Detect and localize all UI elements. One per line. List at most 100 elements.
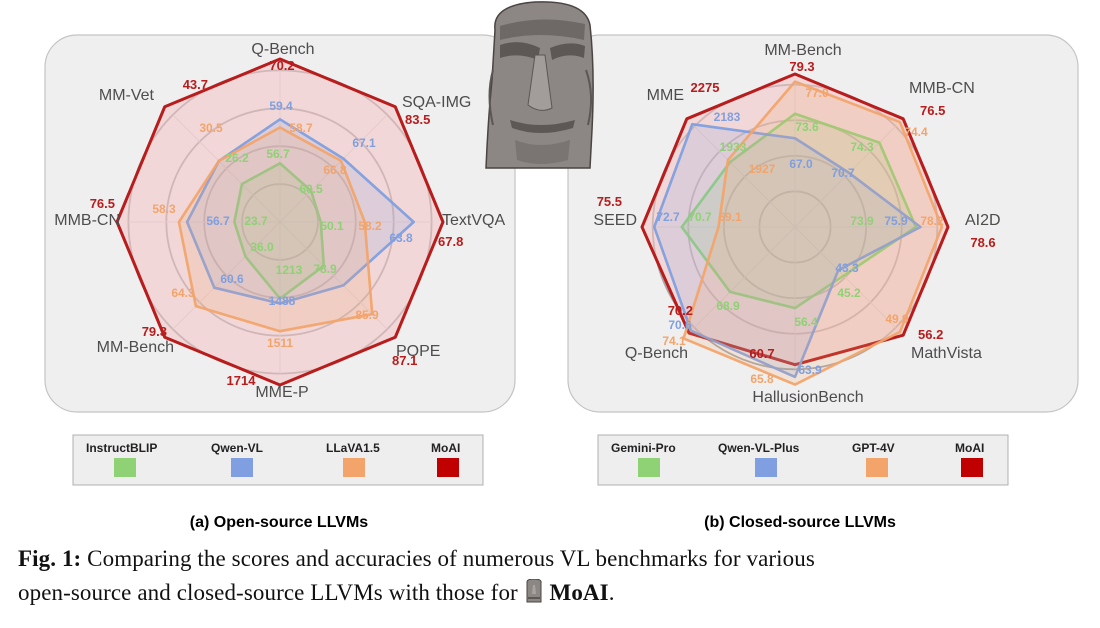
moai-head-icon: [485, 1, 594, 169]
value-label-b-gpt-4v-mathvista: 49.9: [885, 312, 909, 326]
value-label-b-moai-mmb-cn: 76.5: [920, 103, 945, 118]
value-label-a-qwen-vl-textvqa: 63.8: [389, 231, 413, 245]
value-label-b-moai-ai2d: 78.6: [970, 235, 995, 250]
value-label-a-llava1-5-mmb-cn: 58.3: [152, 202, 176, 216]
subcaption-a: (a) Open-source LLVMs: [190, 514, 368, 531]
value-label-a-instructblip-textvqa: 50.1: [320, 219, 344, 233]
value-label-b-moai-mme: 2275: [691, 80, 720, 95]
value-label-a-moai-sqa-img: 83.5: [405, 112, 430, 127]
series-a-instructblip-polygon: [233, 162, 326, 300]
value-label-a-qwen-vl-mmb-cn: 56.7: [206, 214, 230, 228]
value-label-a-instructblip-mme-p: 1213: [276, 263, 303, 277]
caption-prefix: Fig. 1:: [18, 546, 82, 571]
value-label-a-llava1-5-pope: 85.9: [355, 308, 379, 322]
caption-end: .: [608, 580, 615, 605]
value-label-b-gemini-pro-mm-bench: 73.6: [795, 120, 819, 134]
axis-label-a-mmb-cn: MMB-CN: [54, 212, 120, 229]
axis-label-a-mm-bench: MM-Bench: [97, 339, 174, 356]
value-label-b-moai-seed: 75.5: [597, 194, 622, 209]
legend-a-label-moai: MoAI: [431, 441, 460, 455]
subcaption-b: (b) Closed-source LLVMs: [704, 514, 896, 531]
value-label-b-gemini-pro-mme: 1933: [720, 140, 747, 154]
value-label-a-moai-mm-bench: 79.3: [142, 324, 167, 339]
legend-b-label-moai: MoAI: [955, 441, 984, 455]
value-label-b-gpt-4v-mm-bench: 77.0: [805, 86, 829, 100]
value-label-b-gpt-4v-q-bench: 74.1: [662, 334, 686, 348]
value-label-b-qwen-vl-plus-hallusionbench: 63.9: [798, 363, 822, 377]
series-b-qwen-vl-plus-polygon: [652, 122, 922, 379]
axis-label-b-seed: SEED: [593, 212, 637, 229]
value-label-b-gpt-4v-mme: 1927: [749, 162, 776, 176]
legend-a: InstructBLIP Qwen-VL LLaVA1.5 MoAI: [72, 434, 484, 486]
legend-b-swatch-gemini: [638, 458, 660, 477]
axis-label-b-mm-bench: MM-Bench: [764, 42, 841, 59]
value-label-b-qwen-vl-plus-mme: 2183: [714, 110, 741, 124]
value-label-a-llava1-5-sqa-img: 66.8: [323, 163, 347, 177]
value-label-b-gemini-pro-mathvista: 45.2: [837, 286, 861, 300]
value-label-a-instructblip-mm-bench: 36.0: [250, 240, 274, 254]
value-label-a-moai-mm-vet: 43.7: [183, 77, 208, 92]
axis-label-b-ai2d: AI2D: [965, 212, 1001, 229]
radar-chart-open-source: Q-BenchSQA-IMGTextVQAPOPEMME-PMM-BenchMM…: [54, 41, 505, 401]
series-a-llava1-5-polygon: [177, 126, 374, 333]
value-label-a-moai-mmb-cn: 76.5: [90, 196, 115, 211]
value-label-b-gemini-pro-ai2d: 73.9: [850, 214, 874, 228]
value-label-b-moai-mathvista: 56.2: [918, 327, 943, 342]
axis-label-b-mmb-cn: MMB-CN: [909, 80, 975, 97]
value-label-b-moai-hallusionbench: 60.7: [749, 346, 774, 361]
legend-b-swatch-moai: [961, 458, 983, 477]
value-label-b-gemini-pro-hallusionbench: 56.4: [794, 315, 818, 329]
value-label-b-gemini-pro-seed: 70.7: [688, 210, 712, 224]
legend-b: Gemini-Pro Qwen-VL-Plus GPT-4V MoAI: [597, 434, 1009, 486]
value-label-a-qwen-vl-mm-bench: 60.6: [220, 272, 244, 286]
legend-a-frame: [72, 434, 484, 486]
caption-model: MoAI: [549, 580, 609, 605]
legend-b-label-gpt4v: GPT-4V: [852, 441, 895, 455]
value-label-a-instructblip-pope: 78.9: [313, 262, 337, 276]
value-label-b-gemini-pro-q-bench: 68.9: [716, 299, 740, 313]
caption-line2: open-source and closed-source LLVMs with…: [18, 580, 524, 605]
axis-label-a-sqa-img: SQA-IMG: [402, 94, 471, 111]
series-a-moai-polygon: [115, 57, 445, 387]
value-label-b-gpt-4v-ai2d: 78.2: [920, 214, 944, 228]
legend-b-swatch-gpt4v: [866, 458, 888, 477]
legend-a-label-llava: LLaVA1.5: [326, 441, 380, 455]
value-label-b-qwen-vl-plus-mmb-cn: 70.7: [831, 166, 855, 180]
value-label-a-qwen-vl-mme-p: 1488: [269, 294, 296, 308]
value-label-a-instructblip-sqa-img: 60.5: [299, 182, 323, 196]
value-label-a-moai-textvqa: 67.8: [438, 234, 463, 249]
legend-b-swatch-qwenvlplus: [755, 458, 777, 477]
moai-small-icon: [524, 578, 544, 613]
value-label-a-instructblip-q-bench: 56.7: [266, 147, 290, 161]
value-label-b-qwen-vl-plus-mathvista: 43.3: [835, 261, 859, 275]
axis-label-b-mathvista: MathVista: [911, 345, 982, 362]
value-label-b-qwen-vl-plus-seed: 72.7: [656, 210, 680, 224]
axis-label-b-q-bench: Q-Bench: [625, 345, 688, 362]
legend-a-label-instructblip: InstructBLIP: [86, 441, 157, 455]
value-label-a-instructblip-mm-vet: 26.2: [225, 151, 249, 165]
axis-label-b-mme: MME: [647, 87, 684, 104]
series-b-gpt-4v-polygon: [682, 80, 944, 386]
axis-label-a-mm-vet: MM-Vet: [99, 87, 155, 104]
caption-line1: Comparing the scores and accuracies of n…: [81, 546, 815, 571]
legend-a-swatch-instructblip: [114, 458, 136, 477]
axis-label-a-mme-p: MME-P: [255, 384, 308, 401]
legend-b-label-gemini: Gemini-Pro: [611, 441, 676, 455]
value-label-b-gpt-4v-mmb-cn: 74.4: [904, 125, 928, 139]
axis-label-a-pope: POPE: [396, 343, 440, 360]
legend-a-label-qwenvl: Qwen-VL: [211, 441, 263, 455]
legend-b-frame: [597, 434, 1009, 486]
axis-label-b-hallusionbench: HallusionBench: [752, 389, 863, 406]
value-label-a-moai-pope: 87.1: [392, 353, 417, 368]
value-label-a-qwen-vl-q-bench: 59.4: [269, 99, 293, 113]
axis-label-a-q-bench: Q-Bench: [251, 41, 314, 58]
value-label-a-llava1-5-mm-bench: 64.3: [171, 286, 195, 300]
value-label-b-moai-q-bench: 70.2: [668, 303, 693, 318]
value-label-a-moai-mme-p: 1714: [227, 373, 257, 388]
value-label-a-instructblip-mmb-cn: 23.7: [244, 214, 268, 228]
value-label-a-llava1-5-mme-p: 1511: [267, 336, 293, 350]
value-label-b-gpt-4v-hallusionbench: 65.8: [750, 372, 774, 386]
value-label-b-gpt-4v-seed: 69.1: [718, 210, 742, 224]
value-label-a-llava1-5-mm-vet: 30.5: [199, 121, 223, 135]
